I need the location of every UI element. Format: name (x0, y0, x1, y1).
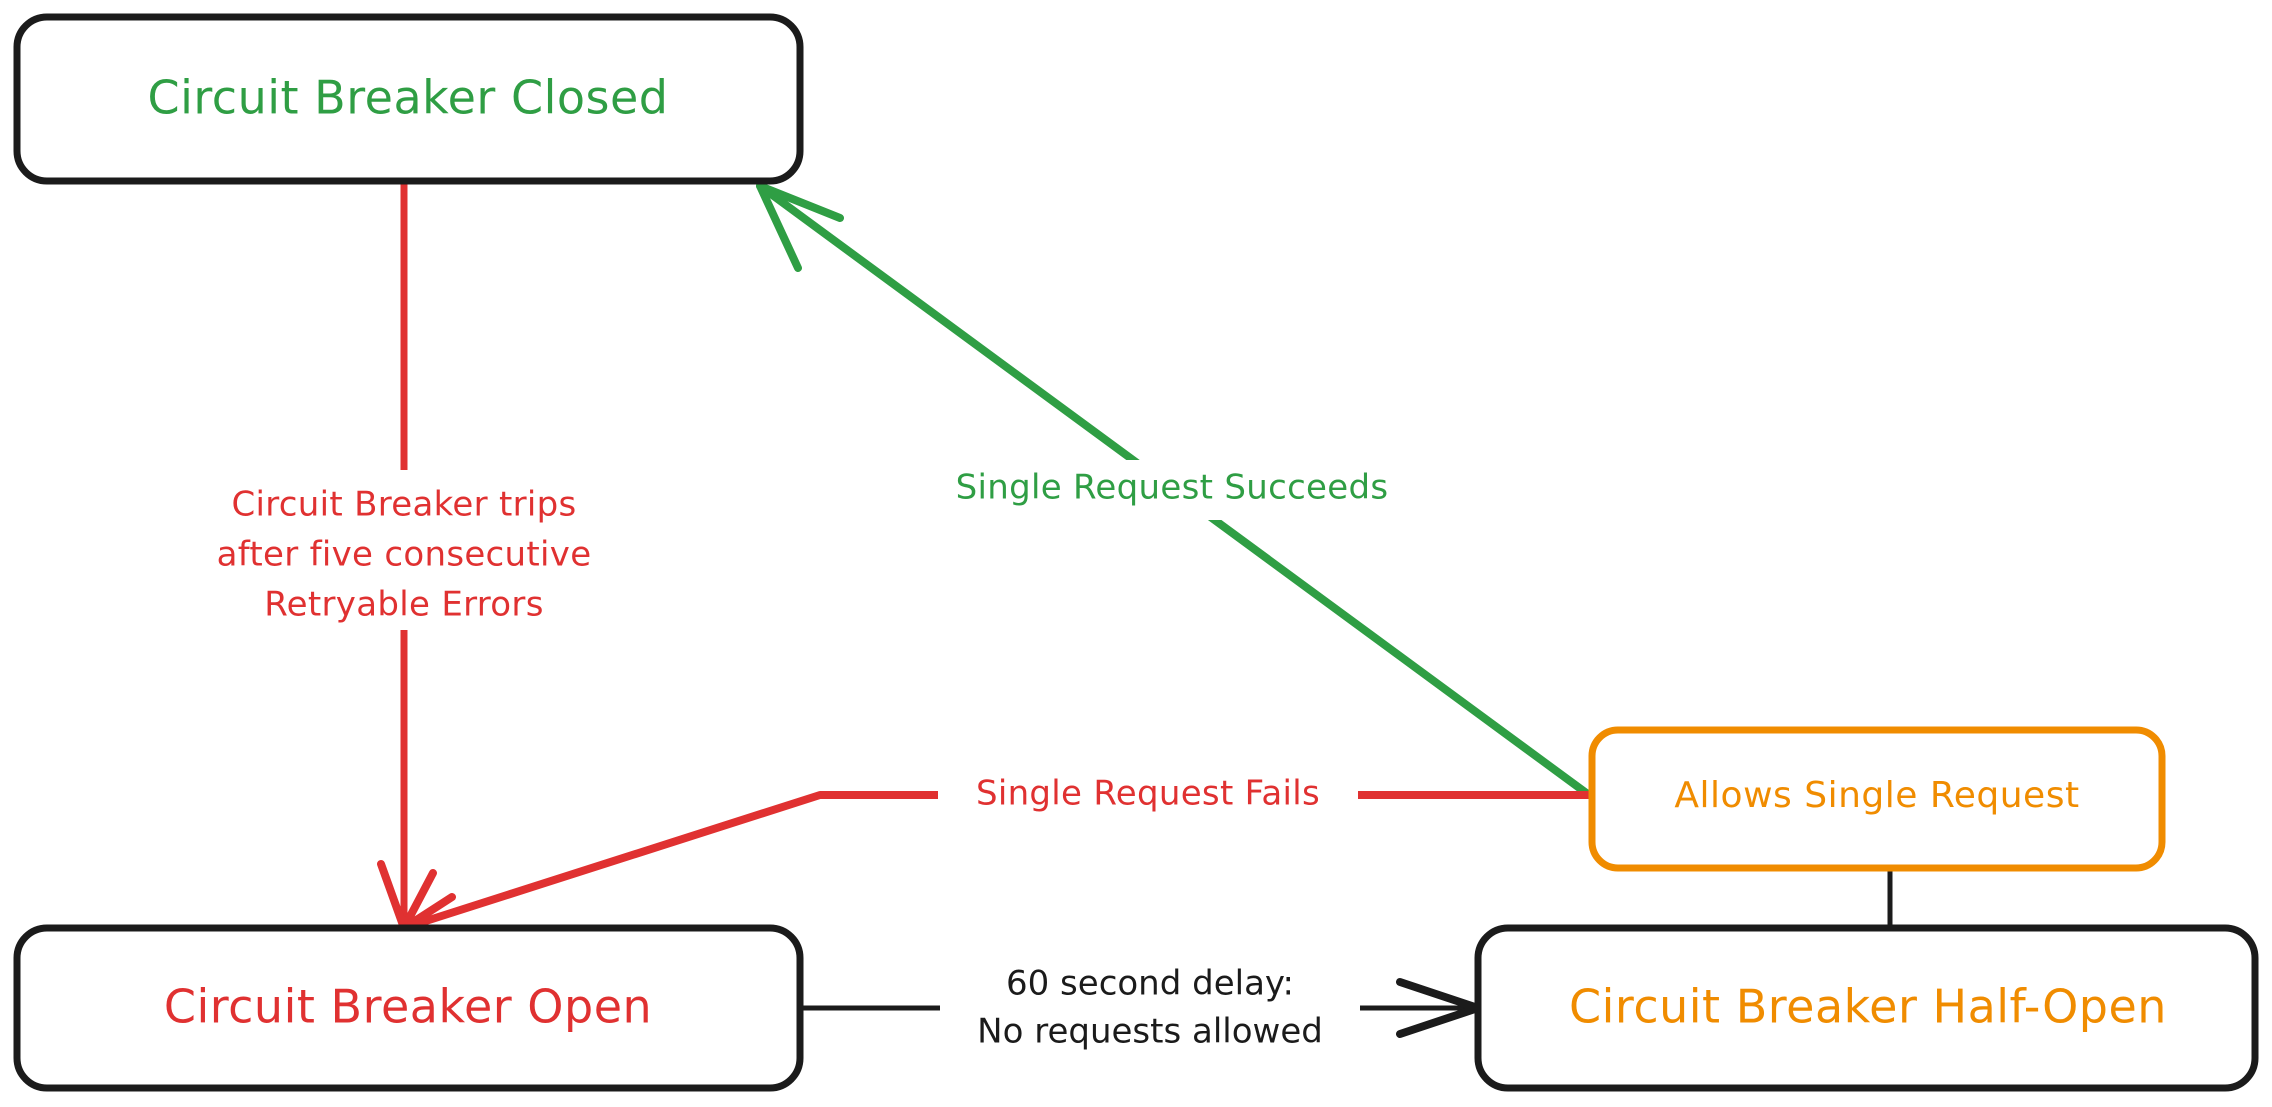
node-circuit-breaker-half-open[interactable]: Circuit Breaker Half-Open (1474, 924, 2259, 1092)
node-circuit-breaker-open-box[interactable] (13, 924, 804, 1092)
edge-label-allows-to-closed: Single Request Succeeds (912, 460, 1432, 520)
edge-label-allows-to-open-bg (938, 768, 1358, 824)
node-circuit-breaker-closed-box[interactable] (13, 13, 804, 185)
node-allows-single-request-label: Allows Single Request (1674, 775, 2079, 816)
node-circuit-breaker-half-open-box[interactable] (1474, 924, 2259, 1092)
edge-label-closed-to-open-bg (176, 470, 636, 630)
node-circuit-breaker-half-open-label: Circuit Breaker Half-Open (1569, 980, 2167, 1034)
edge-label-closed-to-open-line1: Circuit Breaker trips (231, 485, 576, 525)
node-circuit-breaker-closed[interactable]: Circuit Breaker Closed (13, 13, 804, 185)
edge-label-allows-to-open-text: Single Request Fails (976, 774, 1320, 814)
edge-label-allows-to-open: Single Request Fails (938, 768, 1358, 824)
edge-label-open-to-halfopen-line1: 60 second delay: (1006, 964, 1294, 1004)
edge-allows-to-closed-arrowhead (756, 182, 844, 272)
edge-label-allows-to-closed-text: Single Request Succeeds (956, 468, 1389, 508)
node-circuit-breaker-open[interactable]: Circuit Breaker Open (13, 924, 804, 1092)
node-circuit-breaker-open-label: Circuit Breaker Open (164, 980, 652, 1034)
node-allows-single-request[interactable]: Allows Single Request (1588, 726, 2166, 872)
edge-label-open-to-halfopen-line2: No requests allowed (977, 1012, 1323, 1052)
edge-label-closed-to-open-line3: Retryable Errors (264, 585, 543, 625)
edge-label-closed-to-open-line2: after five consecutive (217, 535, 592, 575)
edge-label-open-to-halfopen-bg (940, 955, 1360, 1065)
edge-open-to-halfopen-arrowhead (1396, 978, 1482, 1038)
edge-label-allows-to-closed-bg (912, 460, 1432, 520)
edge-label-open-to-halfopen: 60 second delay: No requests allowed (940, 955, 1360, 1065)
node-allows-single-request-box[interactable] (1588, 726, 2166, 872)
edge-label-closed-to-open: Circuit Breaker trips after five consecu… (176, 470, 636, 630)
node-circuit-breaker-closed-label: Circuit Breaker Closed (148, 71, 669, 125)
